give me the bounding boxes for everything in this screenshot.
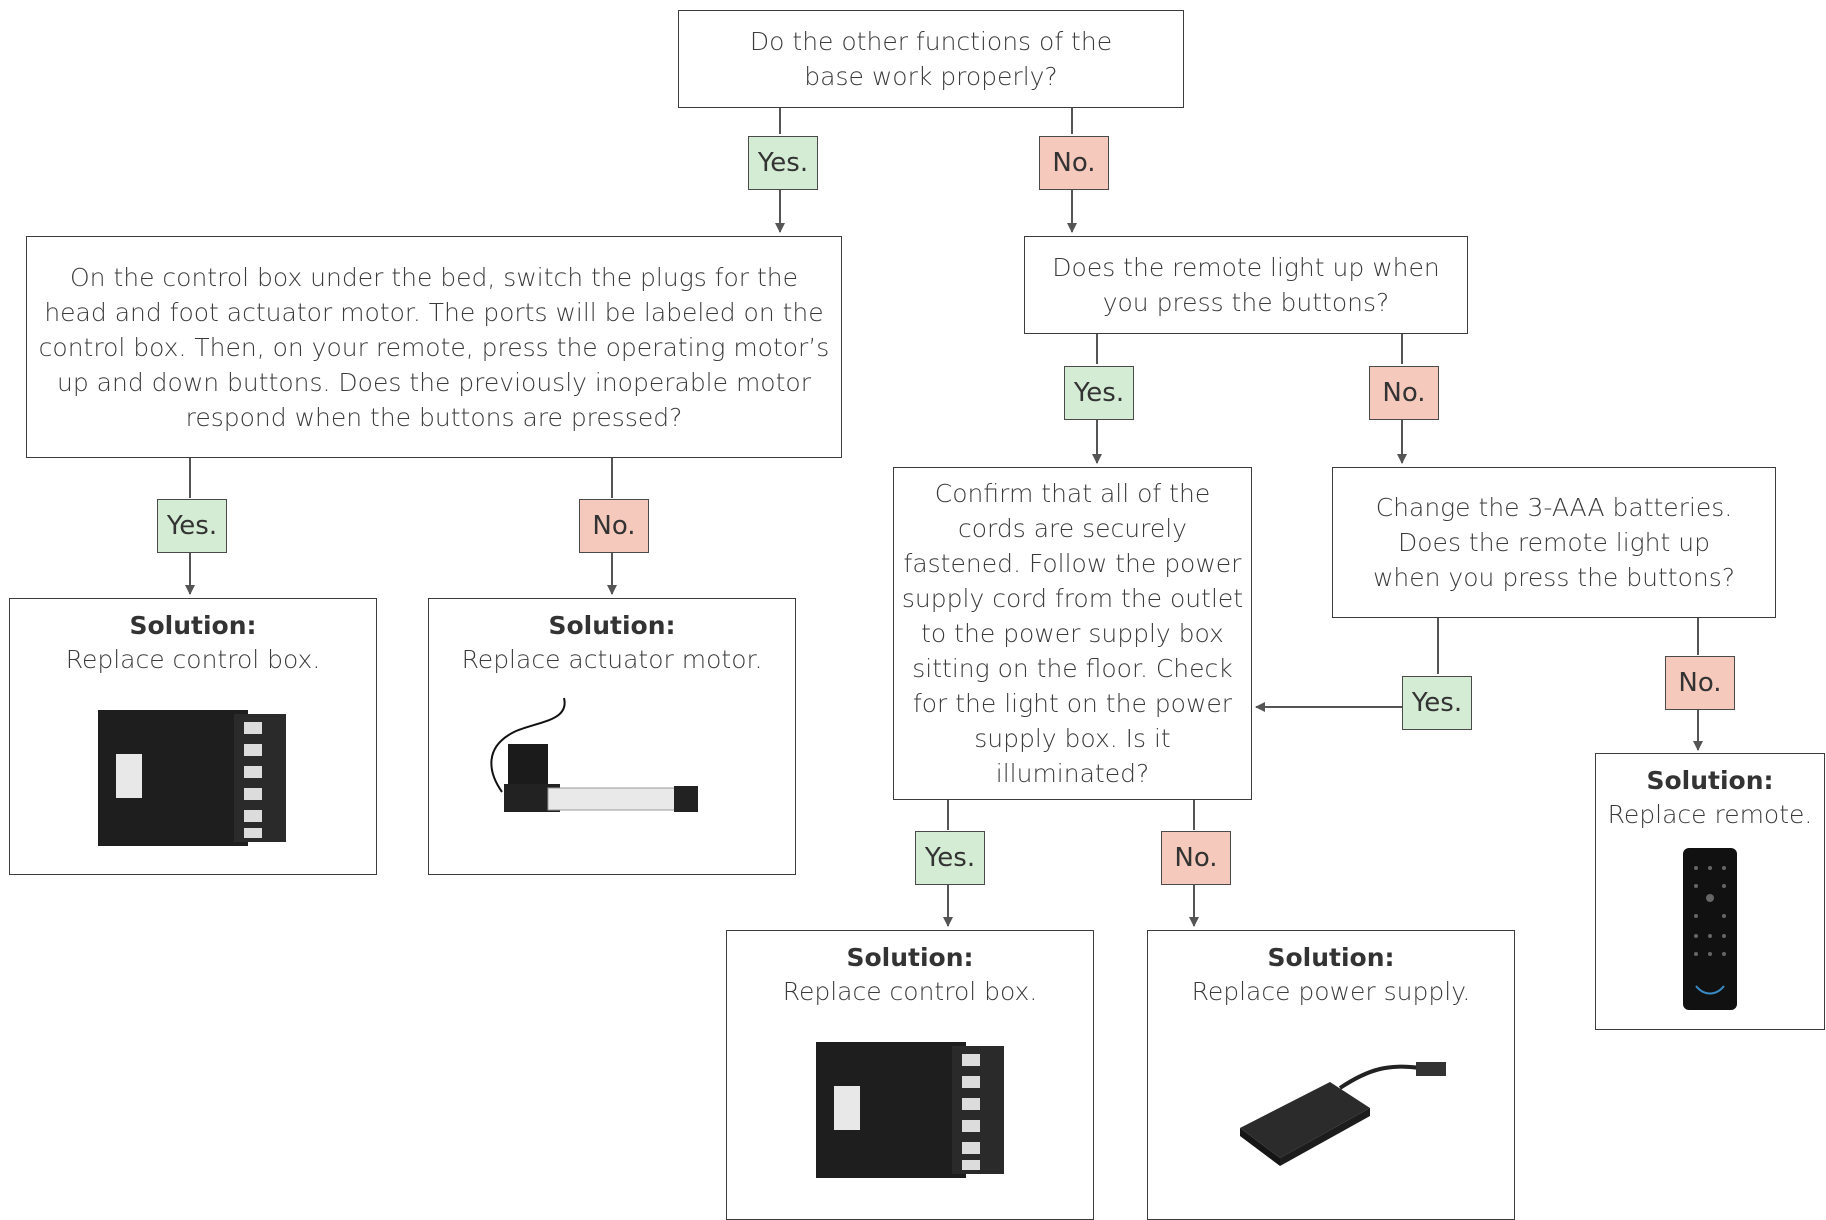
power-supply-image xyxy=(1240,1062,1446,1166)
yes-label: Yes. xyxy=(915,831,985,885)
solution-actuator-motor: Solution: Replace actuator motor. xyxy=(428,598,796,875)
actuator-motor-image xyxy=(490,697,698,812)
yes-label: Yes. xyxy=(748,136,818,190)
yes-label: Yes. xyxy=(1402,676,1472,730)
control-box-image xyxy=(98,710,286,846)
yes-label: Yes. xyxy=(1064,366,1134,420)
question-remote-light: Does the remote light up when you press … xyxy=(1024,236,1468,334)
no-label: No. xyxy=(1369,366,1439,420)
question-switch-plugs: On the control box under the bed, switch… xyxy=(26,236,842,458)
question-change-batteries: Change the 3-AAA batteries. Does the rem… xyxy=(1332,467,1776,618)
no-label: No. xyxy=(1161,831,1231,885)
remote-image xyxy=(1683,848,1737,1010)
solution-power-supply: Solution: Replace power supply. xyxy=(1147,930,1515,1220)
question-cords-fastened: Confirm that all of the cords are secure… xyxy=(893,467,1252,800)
yes-label: Yes. xyxy=(157,499,227,553)
no-label: No. xyxy=(1039,136,1109,190)
control-box-image xyxy=(816,1042,1004,1178)
no-label: No. xyxy=(579,499,649,553)
question-other-functions: Do the other functions of the base work … xyxy=(678,10,1184,108)
no-label: No. xyxy=(1665,656,1735,710)
